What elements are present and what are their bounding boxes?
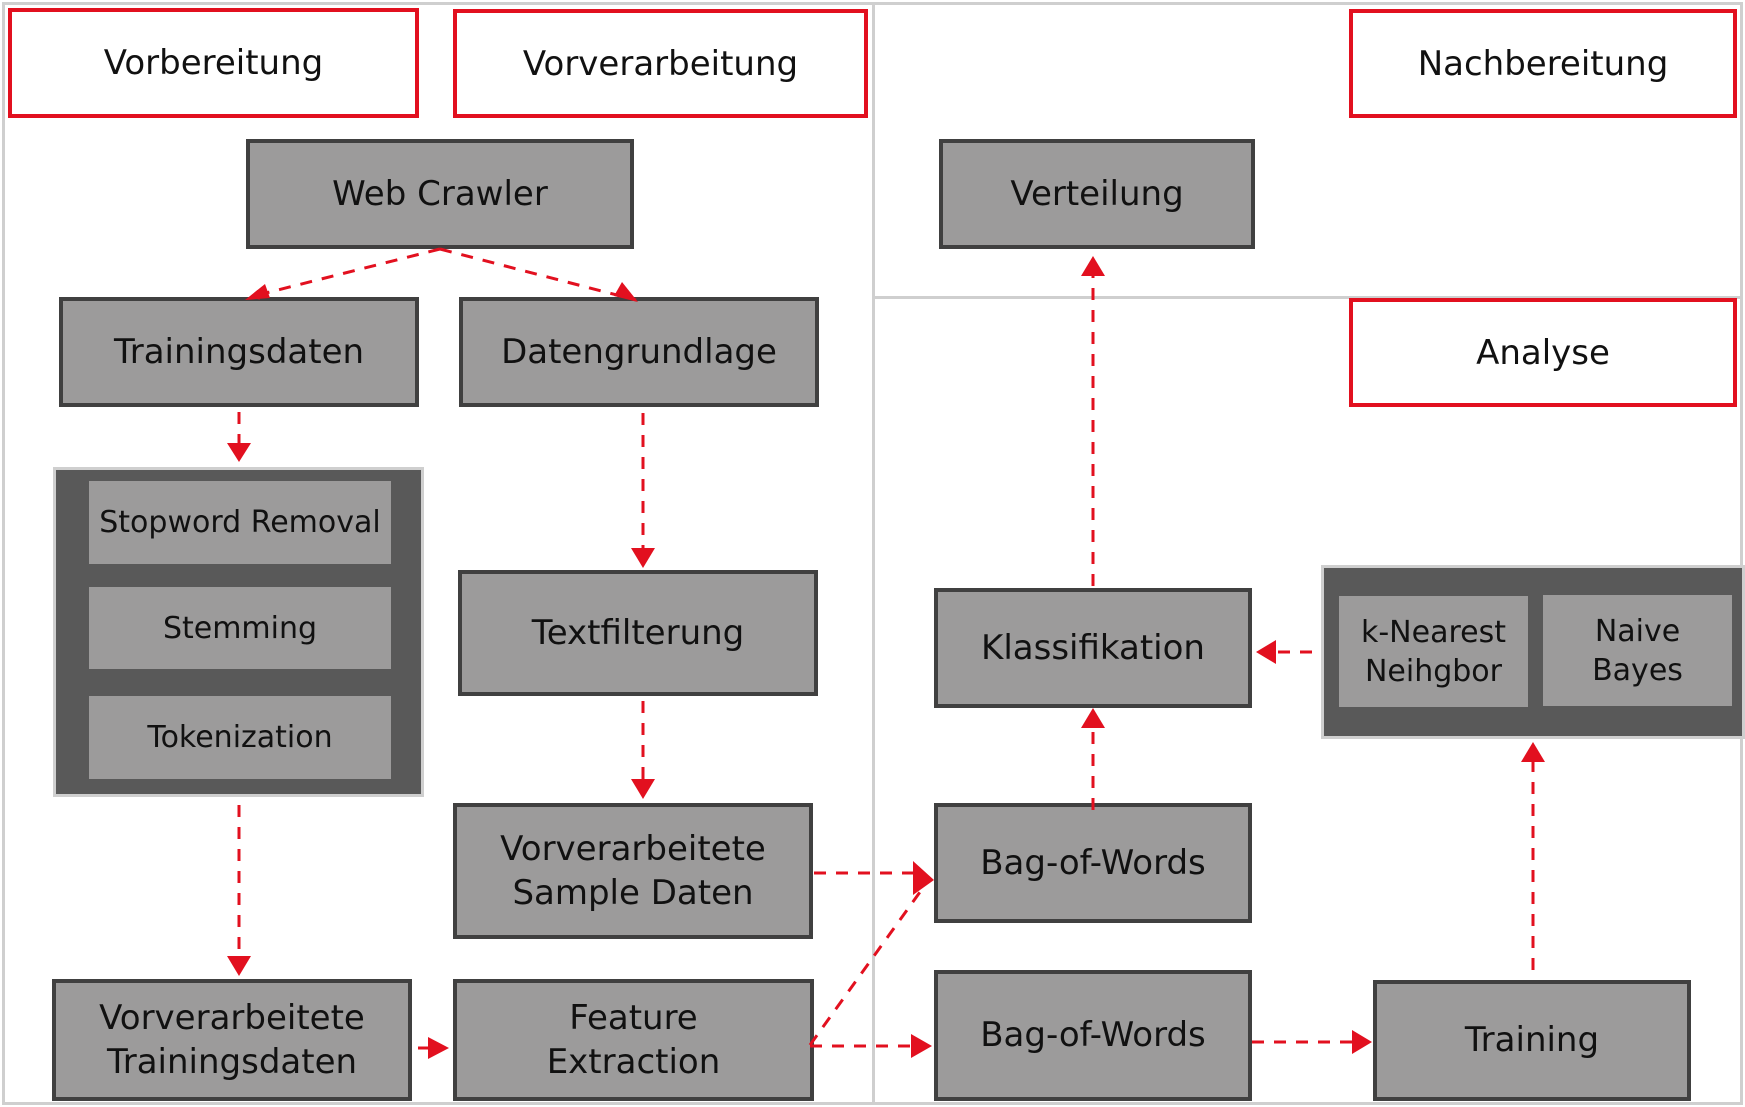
- classifier-knn: k-Nearest Neihgbor: [1339, 596, 1528, 707]
- node-vorverarbeitete-sample-daten: Vorverarbeitete Sample Daten: [453, 803, 813, 939]
- node-textfilterung: Textfilterung: [458, 570, 818, 696]
- phase-vorbereitung: Vorbereitung: [8, 8, 419, 118]
- preprocessing-group: Stopword Removal Stemming Tokenization: [53, 467, 424, 797]
- node-vorverarbeitete-trainingsdaten: Vorverarbeitete Trainingsdaten: [52, 979, 412, 1101]
- phase-vorverarbeitung: Vorverarbeitung: [453, 9, 868, 118]
- phase-nachbereitung: Nachbereitung: [1349, 9, 1737, 118]
- node-bag-of-words-1: Bag-of-Words: [934, 803, 1252, 923]
- step-stopword-removal: Stopword Removal: [89, 481, 391, 564]
- node-training: Training: [1373, 980, 1691, 1101]
- classifier-naive-bayes: Naive Bayes: [1543, 595, 1732, 706]
- node-datengrundlage: Datengrundlage: [459, 297, 819, 407]
- node-klassifikation: Klassifikation: [934, 588, 1252, 708]
- classifier-group: k-Nearest Neihgbor Naive Bayes: [1321, 565, 1745, 739]
- node-feature-extraction: Feature Extraction: [453, 979, 814, 1101]
- node-web-crawler: Web Crawler: [246, 139, 634, 249]
- phase-analyse: Analyse: [1349, 298, 1737, 407]
- node-trainingsdaten: Trainingsdaten: [59, 297, 419, 407]
- node-bag-of-words-2: Bag-of-Words: [934, 970, 1252, 1101]
- node-verteilung: Verteilung: [939, 139, 1255, 249]
- step-stemming: Stemming: [89, 587, 391, 669]
- step-tokenization: Tokenization: [89, 696, 391, 779]
